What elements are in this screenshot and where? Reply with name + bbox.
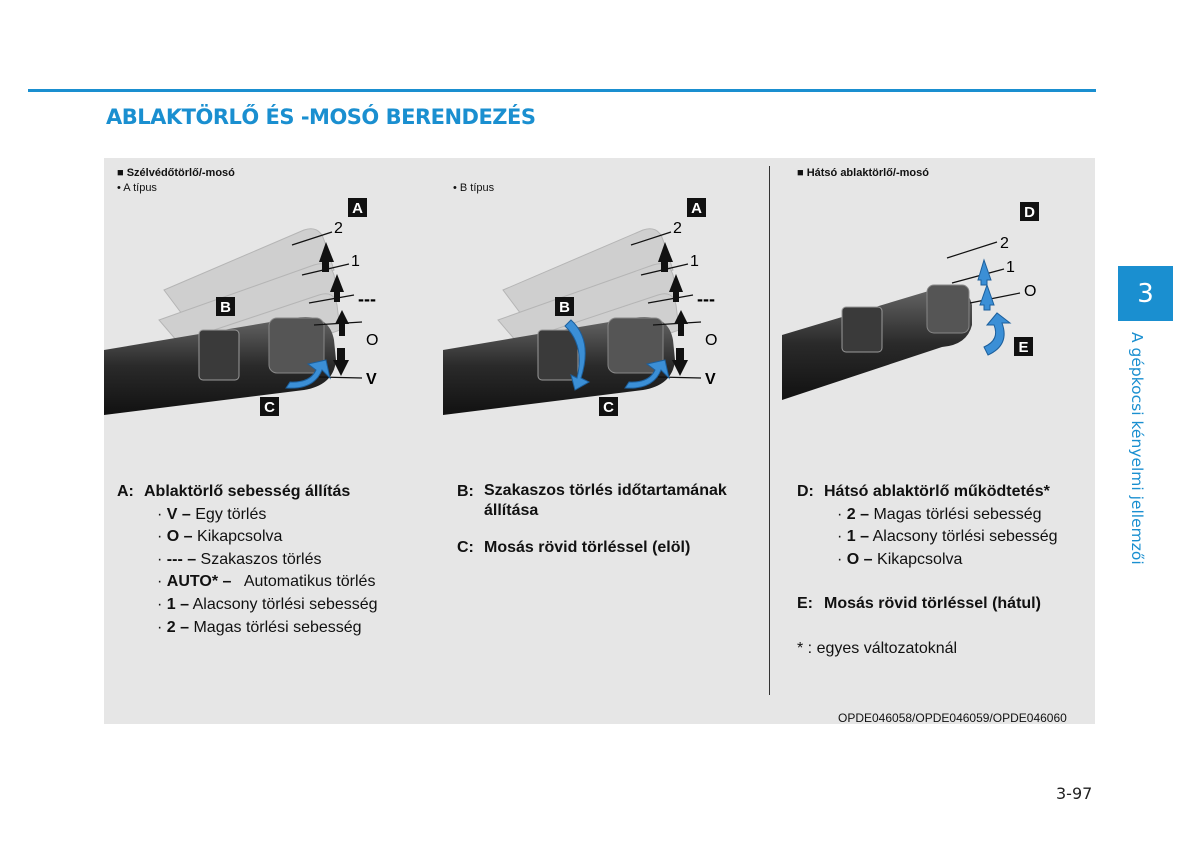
rear-section-label: ■ Hátsó ablaktörlő/-mosó xyxy=(797,167,929,179)
rear-pos-2: 2 xyxy=(1000,235,1009,252)
desc-c-key: C: xyxy=(457,539,474,556)
desc-e-key: E: xyxy=(797,595,813,613)
direction-arrows xyxy=(319,242,349,376)
rear-up-arrow-2 xyxy=(979,283,995,311)
desc-a-title: Ablaktörlő sebesség állítás xyxy=(144,483,351,500)
mark-b-b: B xyxy=(559,299,570,316)
desc-a-item: · AUTO* – Automatikus törlés xyxy=(157,573,376,591)
pos-off-b: O xyxy=(705,332,717,349)
desc-d-title: Hátsó ablaktörlő működtetés* xyxy=(824,483,1050,500)
desc-d-e: D: Hátsó ablaktörlő működtetés* · 2 – Mag… xyxy=(797,481,1087,661)
desc-a-item: · 1 – Alacsony törlési sebesség xyxy=(157,595,378,613)
desc-d-item: · 1 – Alacsony törlési sebesség xyxy=(837,528,1058,546)
mark-e: E xyxy=(1018,339,1028,356)
pos-2: 2 xyxy=(334,220,343,237)
type-b-label: • B típus xyxy=(453,182,495,194)
desc-a-item: · 2 – Magas törlési sebesség xyxy=(157,618,362,636)
mark-d: D xyxy=(1024,204,1035,221)
wash-arrow xyxy=(285,359,331,389)
rear-up-arrow-1 xyxy=(977,258,992,286)
type-a-label: • A típus xyxy=(117,182,157,194)
figure-code: OPDE046058/OPDE046059/OPDE046060 xyxy=(838,711,1067,725)
desc-a-key: A: xyxy=(117,483,134,500)
pos-off: O xyxy=(366,332,378,349)
rear-wash-arrow xyxy=(983,312,1012,356)
footnote: * : egyes változatoknál xyxy=(797,639,958,657)
interval-ring xyxy=(198,329,240,381)
desc-c-title: Mosás rövid törléssel (elöl) xyxy=(484,539,691,556)
pos-2-b: 2 xyxy=(673,220,682,237)
pos-single: V xyxy=(366,371,377,388)
desc-d-key: D: xyxy=(797,483,814,500)
mark-c: C xyxy=(264,399,275,416)
pos-single-b: V xyxy=(705,371,716,388)
pos-1: 1 xyxy=(351,253,360,270)
wiper-stalk-figure-b: A B C 2 1 --- O V xyxy=(443,198,717,416)
desc-b-title: Szakaszos törlés időtartamának állítása xyxy=(484,482,727,519)
desc-d-item: · 2 – Magas törlési sebesség xyxy=(837,505,1042,523)
pos-1-b: 1 xyxy=(690,253,699,270)
desc-a-item: · --- – Szakaszos törlés xyxy=(157,550,322,568)
mark-b: B xyxy=(220,299,231,316)
chapter-tab: 3 xyxy=(1118,266,1173,321)
mark-a: A xyxy=(352,200,363,217)
header-rule xyxy=(28,89,1096,92)
rear-wiper-figure: D E 2 1 O xyxy=(782,202,1039,400)
desc-e-title: Mosás rövid törléssel (hátul) xyxy=(824,595,1041,613)
desc-b-key: B: xyxy=(457,483,474,500)
pos-intermittent-b: --- xyxy=(697,289,715,309)
column-divider xyxy=(769,166,770,695)
pos-intermittent: --- xyxy=(358,289,376,309)
chapter-title: A gépkocsi kényelmi jellemzői xyxy=(1128,332,1146,565)
desc-a-item: · V – Egy törlés xyxy=(157,505,267,523)
page-title: ABLAKTÖRLŐ ÉS -MOSÓ BERENDEZÉS xyxy=(106,105,536,129)
washer-tip xyxy=(268,317,325,374)
mark-a-b: A xyxy=(691,200,702,217)
desc-d-item: · O – Kikapcsolva xyxy=(837,550,963,568)
rear-pos-off: O xyxy=(1024,283,1036,300)
page-number: 3-97 xyxy=(1056,784,1093,803)
desc-a-item: · O – Kikapcsolva xyxy=(157,528,283,546)
desc-a: A: Ablaktörlő sebesség állítás · V – Egy … xyxy=(117,481,447,639)
mark-c-b: C xyxy=(603,399,614,416)
front-section-label: ■ Szélvédőtörlő/-mosó xyxy=(117,167,235,179)
wiper-stalk-figure-a: A B C 2 1 --- O V xyxy=(104,198,378,416)
rear-pos-1: 1 xyxy=(1006,259,1015,276)
rotate-arrow xyxy=(564,319,591,391)
desc-b-c: B: Szakaszos törlés időtartamának állítás… xyxy=(457,481,762,560)
